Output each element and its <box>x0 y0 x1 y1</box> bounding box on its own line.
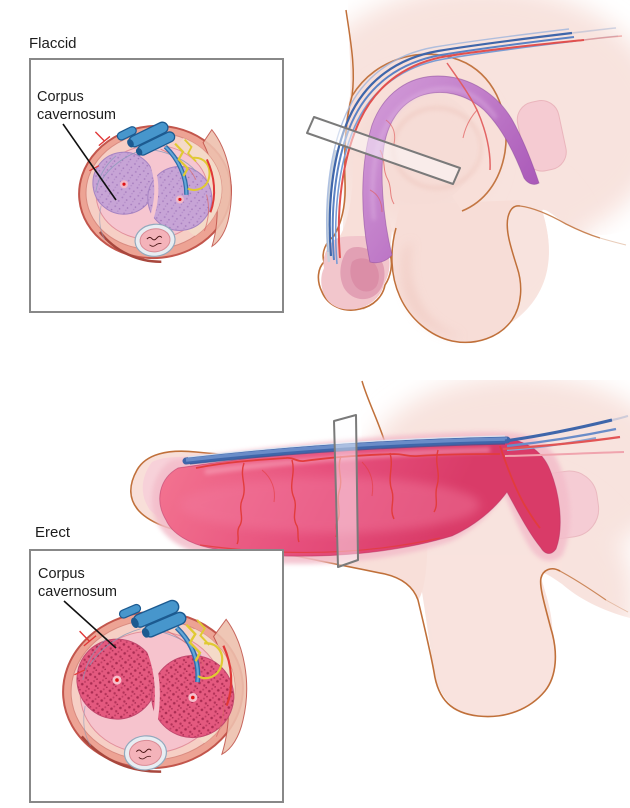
fascia-fold-erect <box>80 735 162 773</box>
scrotum-erect <box>415 555 562 717</box>
erect-corpus-cavernosum-label: Corpus cavernosum <box>38 566 117 601</box>
scrotum <box>391 200 521 343</box>
cross-section-flaccid <box>78 121 232 263</box>
flaccid-label-pointer <box>62 123 117 201</box>
cavernosal-artery-left <box>122 182 126 186</box>
figure-flaccid-side-view <box>306 0 630 344</box>
cross-section-erect <box>62 599 248 773</box>
dorsal-artery-flaccid <box>337 35 623 259</box>
cavernosal-artery-right-erect <box>191 695 195 700</box>
cross-section-plane-flaccid <box>306 116 461 185</box>
dorsal-vessels <box>116 121 189 195</box>
groin-crease-erect-fade <box>605 599 629 613</box>
urethra-erect <box>123 735 168 771</box>
scrotum-outline <box>391 205 522 344</box>
inset-erect <box>29 549 284 803</box>
cavernosal-artery-left-erect <box>115 678 119 682</box>
groin-crease <box>519 205 601 239</box>
flaccid-state-label: Flaccid <box>29 35 77 52</box>
cross-section-plane-erect <box>333 414 359 568</box>
erect-label-pointer <box>63 600 117 649</box>
corpus-erect-sheen <box>180 477 480 533</box>
groin-crease-erect <box>557 569 607 601</box>
inset-flaccid <box>29 58 284 313</box>
fascia-fold <box>98 231 162 263</box>
dorsal-veins-erect <box>182 415 629 465</box>
penis-shaft-outline <box>317 95 393 311</box>
dorsal-nerves <box>174 138 211 191</box>
penis-scrotum-outline-erect <box>130 448 561 718</box>
dorsal-nerves-erect <box>185 619 224 680</box>
septum <box>147 157 159 226</box>
corpus-highlight <box>371 87 498 221</box>
branch-arteries-erect <box>74 630 233 707</box>
urethra <box>134 223 176 257</box>
glans-core <box>350 258 379 292</box>
cavernosal-artery-right <box>178 197 182 202</box>
erect-state-label: Erect <box>35 524 71 541</box>
flaccid-corpus-cavernosum-label: Corpus cavernosum <box>37 89 116 124</box>
groin-crease-fade <box>599 237 627 246</box>
dorsal-artery-erect <box>502 435 625 457</box>
corpus-erect-highlight <box>204 447 491 475</box>
scrotum-shading <box>402 240 462 337</box>
corpus-cavernosum-flaccid <box>362 75 540 264</box>
septum-erect <box>146 647 160 737</box>
corpus-arteries-erect <box>195 445 541 554</box>
dorsal-veins-flaccid <box>325 27 619 265</box>
dorsal-vessels-erect <box>118 599 201 683</box>
abdomen-outline <box>345 9 355 97</box>
